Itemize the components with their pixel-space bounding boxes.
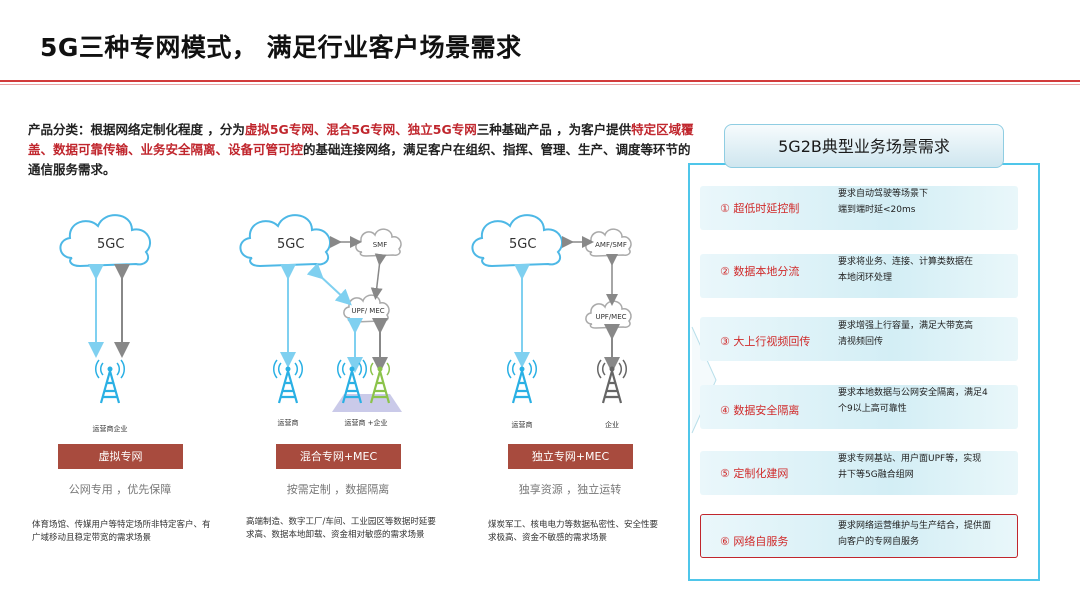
enterprise-zone: [332, 394, 402, 412]
cloud-label-5gc-2: 5GC: [277, 237, 305, 252]
tower-label: 运营商企业: [92, 425, 128, 433]
scenario-text: 要求网络运营维护与生产结合，提供面向客户的专网自服务: [838, 521, 992, 547]
intro-suffix: 的基础连接网络，满足客户在组织、指挥、管理、生产、调度等环节的通信服务需求。: [28, 142, 691, 177]
mode-description: 体育场馆、传媒用户等特定场所非特定客户、有广域移动且稳定带宽的需求场景: [32, 520, 211, 543]
mode-subtitle: 公网专用 ，优先保障: [68, 483, 172, 496]
intro-mid: 三种基础产品 ，为客户提供: [476, 122, 632, 137]
scenario-label: ④ 数据安全隔离: [720, 404, 800, 417]
scenario-text: 要求将业务、连接、计算类数据在本地闭环处理: [838, 257, 974, 283]
scenario-row[interactable]: [700, 254, 1018, 298]
link-arrow: [306, 262, 352, 306]
mode-description: 高端制造、数字工厂/车间、工业园区等数据时延要求高、数据本地卸载、资金相对敏感的…: [246, 517, 436, 540]
intro-paragraph: 产品分类：根据网络定制化程度 ，分为虚拟5G专网、混合5G专网、独立5G专网三种…: [28, 120, 698, 180]
scenario-label: ③ 大上行视频回传: [720, 335, 811, 348]
scenario-label: ⑥ 网络自服务: [720, 535, 789, 548]
smf-label: SMF: [372, 241, 388, 249]
title-divider-thin: [0, 84, 1080, 85]
tower-icon: [506, 358, 538, 405]
network-diagram: [59, 214, 632, 412]
upf-label: UPF/ MEC: [351, 307, 385, 315]
scenario-text: 要求增强上行容量，满足大带宽高清视频回传: [838, 321, 974, 347]
scenario-label: ② 数据本地分流: [720, 265, 800, 278]
mode-subtitle: 按需定制 ，数据隔离: [286, 483, 390, 496]
mode-button-hybrid[interactable]: 混合专网+MEC: [276, 444, 401, 469]
scenario-row[interactable]: [700, 385, 1018, 429]
scenario-text: 要求自动驾驶等场景下端到端时延<20ms: [838, 189, 929, 215]
tower-label: 运营商 +企业: [344, 419, 388, 427]
tower-label: 运营商: [277, 419, 299, 427]
cloud-label-5gc-1: 5GC: [97, 237, 125, 252]
scenario-label: ① 超低时延控制: [720, 202, 800, 215]
upf-mec-label: UPF/MEC: [595, 313, 627, 321]
mode-description: 煤炭军工、核电电力等数据私密性、安全性要求极高、资金不敏感的需求场景: [488, 520, 659, 543]
mode-button-independent[interactable]: 独立专网+MEC: [508, 444, 633, 469]
page-title: 5G三种专网模式， 满足行业客户场景需求: [40, 33, 522, 62]
tower-icon: [369, 362, 391, 404]
scenario-row[interactable]: [700, 317, 1018, 361]
mode-subtitle: 独享资源 ，独立运转: [518, 483, 622, 496]
scenario-label: ⑤ 定制化建网: [720, 467, 789, 480]
intro-products: 虚拟5G专网、混合5G专网、独立5G专网: [244, 122, 477, 137]
panel-header: 5G2B典型业务场景需求: [724, 124, 1004, 168]
scenario-panel: [688, 163, 1040, 581]
mode-button-virtual[interactable]: 虚拟专网: [58, 444, 183, 469]
scenario-text: 要求专网基站、用户面UPF等，实现井下等5G融合组网: [838, 454, 982, 480]
title-divider: [0, 80, 1080, 82]
scenario-row-highlighted[interactable]: [700, 514, 1018, 558]
tower-label: 运营商: [511, 421, 533, 429]
link-arrow: [370, 253, 387, 300]
amf-smf-label: AMF/SMF: [595, 241, 627, 249]
scenario-row[interactable]: [700, 186, 1018, 230]
tower-icon: [94, 358, 126, 405]
intro-prefix: 产品分类：根据网络定制化程度 ，分为: [28, 122, 245, 137]
scenario-row[interactable]: [700, 451, 1018, 495]
tower-icon: [272, 358, 304, 405]
tower-icon: [597, 359, 627, 404]
cloud-label-5gc-3: 5GC: [509, 237, 537, 252]
intro-features: 特定区域覆盖、数据可靠传输、业务安全隔离、设备可管可控: [28, 122, 694, 157]
tower-label: 企业: [605, 421, 619, 429]
